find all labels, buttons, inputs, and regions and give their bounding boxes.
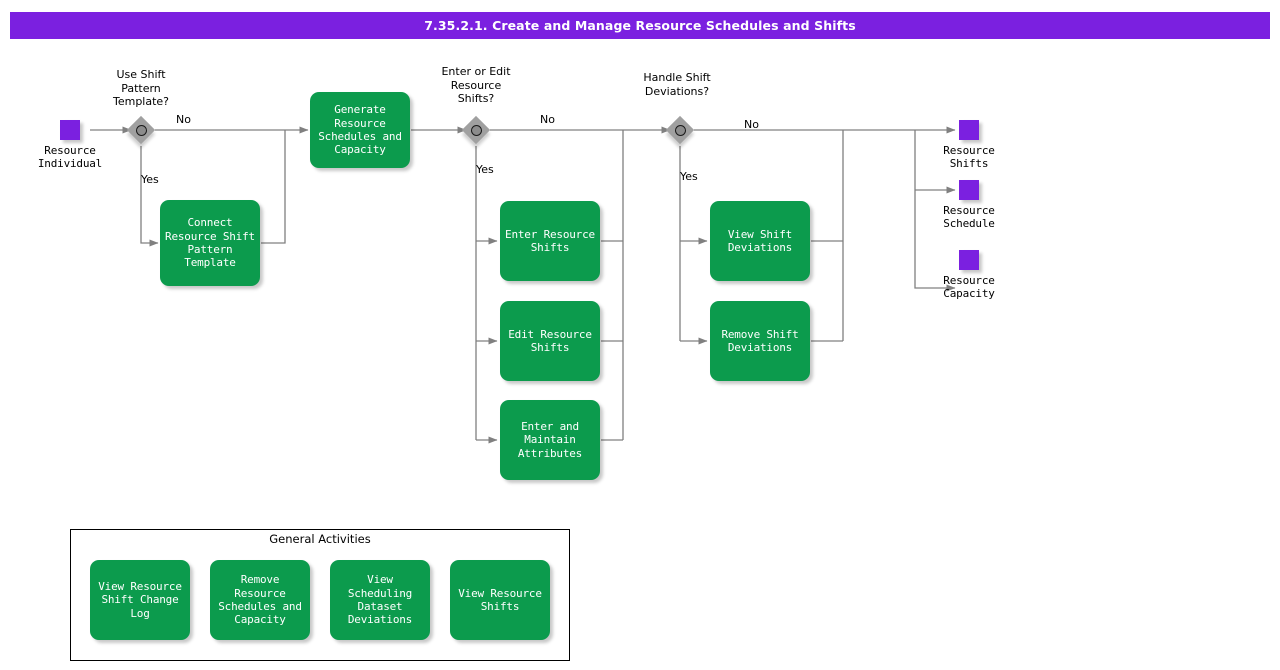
task-label: Edit Resource Shifts: [508, 327, 592, 354]
gateway-use-shift-pattern-template-label: Use Shift Pattern Template?: [112, 68, 170, 108]
data-object-resource-schedule-label: Resource Schedule: [943, 204, 995, 231]
task-label: View Shift Deviations: [727, 227, 793, 254]
task-label: Remove Resource Schedules and Capacity: [218, 573, 302, 627]
gateway-handle-shift-deviations[interactable]: [665, 115, 695, 145]
task-label: View Scheduling Dataset Deviations: [347, 573, 413, 627]
gateway-ring-icon: [135, 124, 147, 136]
edge-label-gw3-yes: Yes: [680, 170, 698, 183]
task-enter-resource-shifts[interactable]: Enter Resource Shifts: [500, 201, 600, 281]
task-view-shift-deviations[interactable]: View Shift Deviations: [710, 201, 810, 281]
data-object-resource-shifts[interactable]: [959, 120, 979, 140]
page-title: 7.35.2.1. Create and Manage Resource Sch…: [10, 12, 1270, 39]
task-generate-resource-schedules-and-capacity[interactable]: Generate Resource Schedules and Capacity: [310, 92, 410, 168]
general-activities-title: General Activities: [269, 532, 371, 546]
edge-connect-merge: [261, 130, 286, 244]
task-label: View Resource Shifts: [458, 586, 542, 613]
data-object-resource-shifts-label: Resource Shifts: [943, 144, 995, 171]
task-label: View Resource Shift Change Log: [98, 579, 182, 620]
edge-label-gw2-yes: Yes: [476, 163, 494, 176]
task-label: Enter and Maintain Attributes: [517, 419, 583, 460]
data-object-resource-capacity-label: Resource Capacity: [943, 274, 995, 301]
gateway-enter-or-edit-resource-shifts[interactable]: [461, 115, 491, 145]
task-edit-resource-shifts[interactable]: Edit Resource Shifts: [500, 301, 600, 381]
data-object-resource-capacity[interactable]: [959, 250, 979, 270]
gateway-ring-icon: [674, 124, 686, 136]
gateway-ring-icon: [470, 124, 482, 136]
task-label: Connect Resource Shift Pattern Template: [165, 216, 255, 270]
task-remove-shift-deviations[interactable]: Remove Shift Deviations: [710, 301, 810, 381]
edge-to-resource-capacity: [914, 130, 956, 292]
task-view-resource-shift-change-log[interactable]: View Resource Shift Change Log: [90, 560, 190, 640]
gateway-use-shift-pattern-template[interactable]: [126, 115, 156, 145]
task-label: Remove Shift Deviations: [721, 327, 799, 354]
edge-gw1-yes: [140, 146, 159, 247]
gateway-enter-or-edit-resource-shifts-label: Enter or Edit Resource Shifts?: [441, 65, 511, 105]
task-connect-resource-shift-pattern-template[interactable]: Connect Resource Shift Pattern Template: [160, 200, 260, 286]
task-label: Enter Resource Shifts: [505, 227, 595, 254]
edge-label-gw3-no: No: [744, 118, 759, 131]
task-view-scheduling-dataset-deviations[interactable]: View Scheduling Dataset Deviations: [330, 560, 430, 640]
gateway-handle-shift-deviations-label: Handle Shift Deviations?: [643, 71, 711, 98]
edge-label-gw2-no: No: [540, 113, 555, 126]
task-view-resource-shifts[interactable]: View Resource Shifts: [450, 560, 550, 640]
start-event-label: Resource Individual: [37, 144, 103, 171]
task-remove-resource-schedules-and-capacity[interactable]: Remove Resource Schedules and Capacity: [210, 560, 310, 640]
edge-label-gw1-yes: Yes: [141, 173, 159, 186]
task-label: Generate Resource Schedules and Capacity: [318, 103, 402, 157]
start-event-resource-individual[interactable]: [60, 120, 80, 140]
task-enter-and-maintain-attributes[interactable]: Enter and Maintain Attributes: [500, 400, 600, 480]
data-object-resource-schedule[interactable]: [959, 180, 979, 200]
edge-label-gw1-no: No: [176, 113, 191, 126]
